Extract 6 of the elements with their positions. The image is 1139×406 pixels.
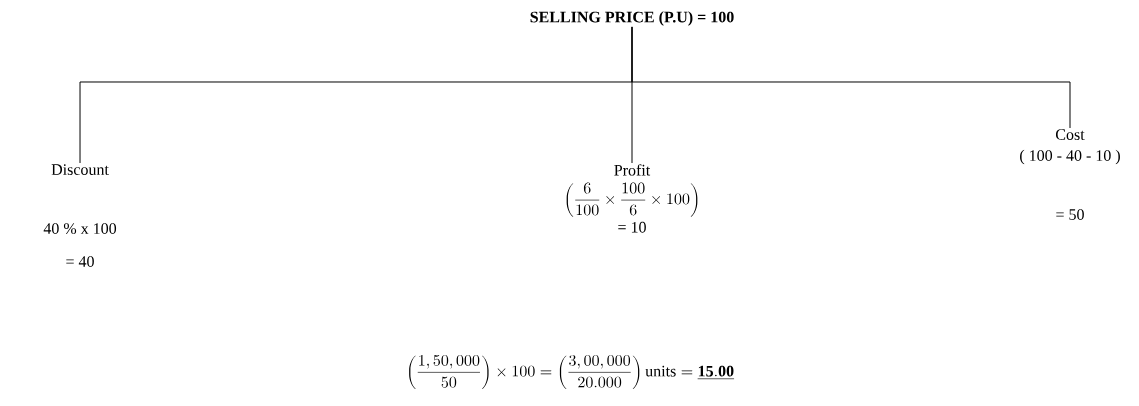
calculation-text: Discount 40 % x 100 = 40 [43, 164, 117, 267]
calculation-text: Cost ( 100 - 40 - 10 ) = 50 [1020, 129, 1120, 220]
title: SELLING PRICE (P.U) = 100 [530, 11, 734, 26]
tree-connector [631, 26, 1071, 129]
calculation-text: Profit $\left(\frac{6}{100}\times\frac{100}{6}\times 100\right)$ = 10 [566, 164, 698, 233]
calculation-formula: $\left(\frac{1,50,000}{50}\right)\times 100= \left(\frac{3,00,000}{20.000}\right)\mathrm{units} = \underline{\mathbf{15.00}}$ [409, 354, 735, 390]
